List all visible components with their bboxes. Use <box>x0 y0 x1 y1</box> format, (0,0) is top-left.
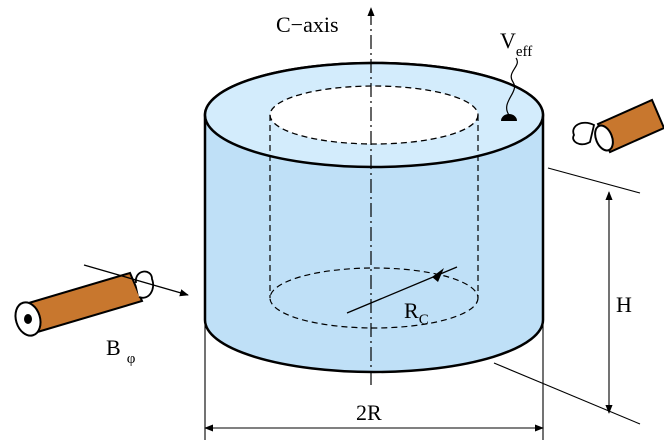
cylinder <box>203 7 545 385</box>
b-phi-main: B <box>106 335 121 360</box>
rc-label: RC <box>404 298 429 328</box>
right-rod <box>572 98 664 154</box>
field-arrow <box>83 264 189 297</box>
rc-main: R <box>404 298 419 323</box>
v-eff-main: V <box>500 28 516 53</box>
height-dimension <box>493 167 641 425</box>
b-phi-subscript: φ <box>127 351 136 367</box>
diameter-label: 2R <box>356 400 382 425</box>
cylinder-top-hole <box>269 85 479 145</box>
c-axis-label: C−axis <box>276 12 339 37</box>
radius-arrowhead <box>432 268 444 282</box>
probe-marker <box>501 114 517 121</box>
probe-wire <box>506 57 518 116</box>
v-eff-subscript: eff <box>516 44 532 60</box>
width-dimension <box>204 325 544 440</box>
height-label: H <box>616 292 632 317</box>
left-rod <box>14 270 154 337</box>
v-eff-label: Veff <box>500 28 532 60</box>
inner-bottom-ellipse <box>269 267 479 329</box>
rc-subscript: C <box>419 312 429 328</box>
